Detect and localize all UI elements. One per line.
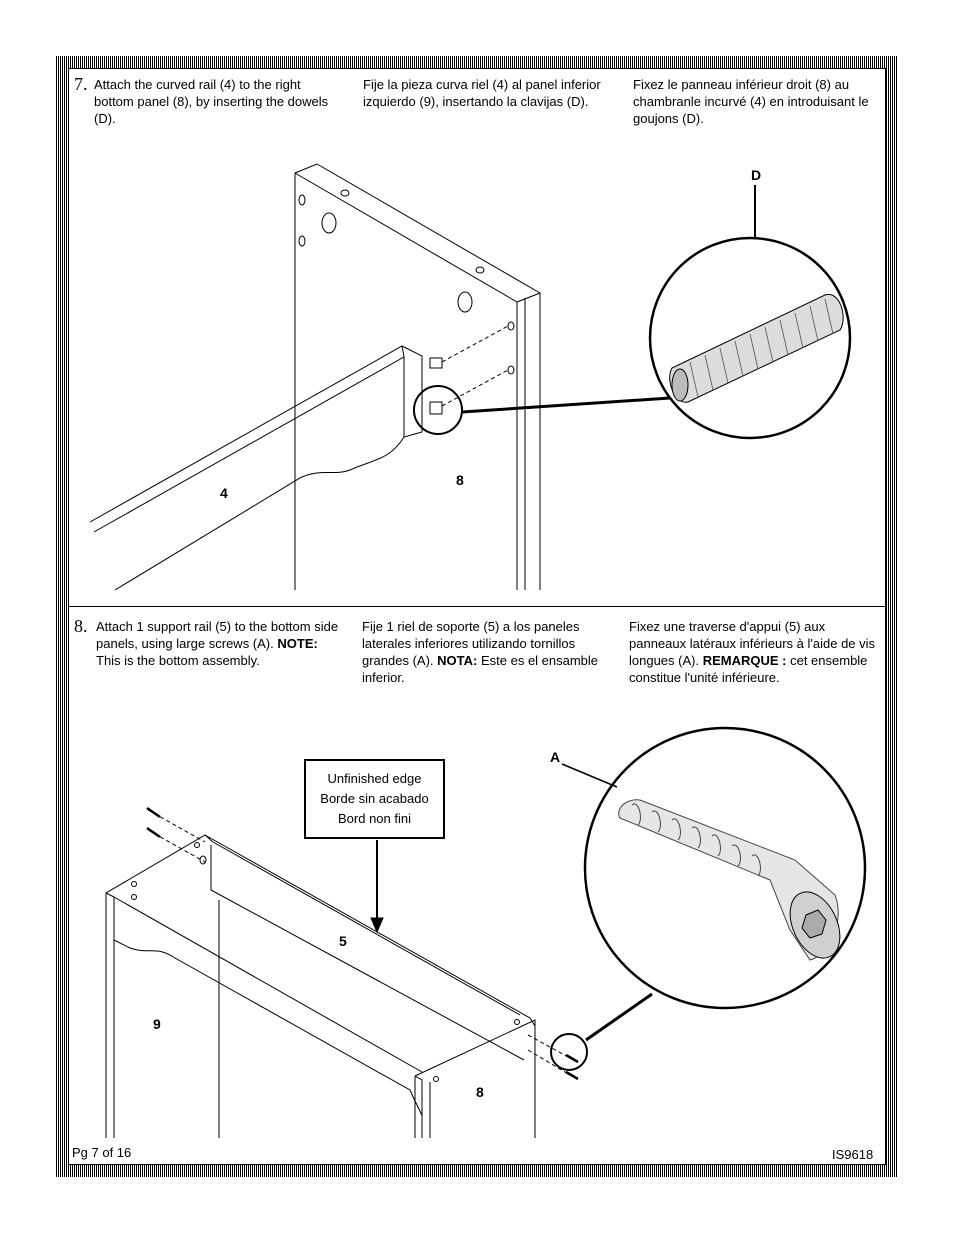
step7-text-spanish: Fije la pieza curva riel (4) al panel in… [363,77,601,109]
panel-8-step7-drawing [294,163,541,590]
screw-label-a: A [550,749,561,765]
unfinished-edge-callout: Unfinished edge Borde sin acabado Bord n… [304,759,445,839]
callout-line-french: Bord non fini [338,811,411,826]
step7-text-english: Attach the curved rail (4) to the right … [94,77,329,126]
step8-english-note: This is the bottom assembly. [96,653,260,668]
step8-french-note: cet ensemble constitue l'unité inférieur… [629,653,868,685]
step8-french-main: Fixez une traverse d'appui (5) aux panne… [629,619,876,668]
panel-label-9: 9 [153,1016,161,1032]
step8-spanish-note: Este es el ensamble inferior. [362,653,599,685]
panel-label-8-step7: 8 [456,472,464,488]
panel-label-8-step8: 8 [476,1084,484,1100]
callout-line-english: Unfinished edge [327,771,422,786]
dowel-detail-circle [648,236,852,440]
step8-number: 8. [74,616,88,636]
step-divider [68,606,886,607]
callout-line-spanish: Borde sin acabado [320,791,429,806]
rail-4-drawing [89,325,509,591]
step8-text-english: Attach 1 support rail (5) to the bottom … [96,618,341,669]
step8-english-main: Attach 1 support rail (5) to the bottom … [96,619,339,651]
step8-text-french: Fixez une traverse d'appui (5) aux panne… [629,618,879,686]
step8-text-spanish: Fije 1 riel de soporte (5) a los paneles… [362,618,617,686]
step8-english-note-label: NOTE: [277,636,318,651]
rail-label-5: 5 [339,933,347,949]
screw-detail-circle [583,726,867,1010]
dowel-detail-drawing [669,294,844,403]
step8-spanish-note-label: NOTA: [437,653,478,668]
page-number: Pg 7 of 16 [72,1145,132,1160]
document-code: IS9618 [832,1147,874,1162]
bottom-assembly-drawing [105,806,579,1138]
screw-detail-drawing [618,799,841,961]
step7-text-french: Fixez le panneau inférieur droit (8) au … [633,77,869,126]
step7-number: 7. [74,74,88,94]
page-content-area [68,68,886,1165]
rail-label-4: 4 [220,485,228,501]
dowel-label-d: D [751,167,762,183]
step8-french-note-label: REMARQUE : [702,653,787,668]
step8-spanish-main: Fije 1 riel de soporte (5) a los paneles… [362,619,580,668]
